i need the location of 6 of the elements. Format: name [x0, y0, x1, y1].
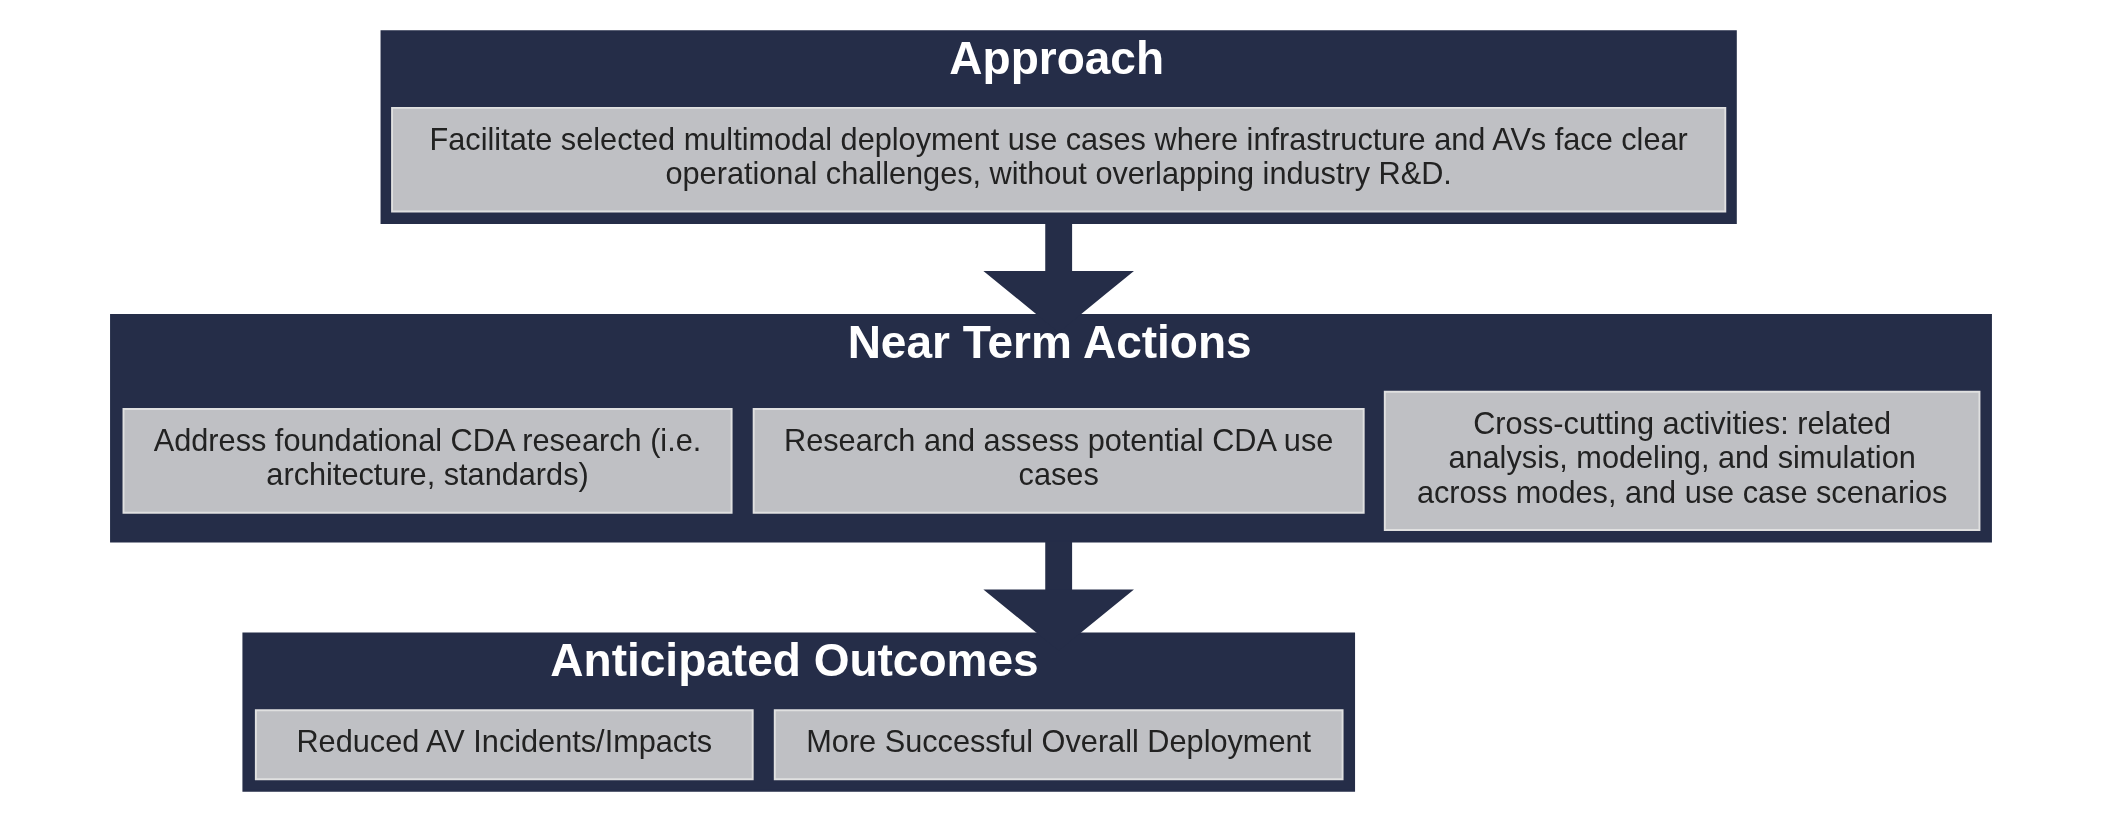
node-box: Reduced AV Incidents/Impacts [254, 709, 754, 781]
node-box: Research and assess potential CDA use cases [752, 408, 1365, 514]
node-box: Cross-cutting activities: related analysis, modeling, and simulation across modes, and use case scenarios [1383, 390, 1981, 531]
node-box: More Successful Overall Deployment [773, 709, 1344, 781]
node-box: Facilitate selected multimodal deployment use cases where infrastructure and AVs face clear operational challenges, without overlapping industry R&D. [391, 106, 1727, 213]
node-box: Address foundational CDA research (i.e. architecture, standards) [122, 408, 733, 514]
